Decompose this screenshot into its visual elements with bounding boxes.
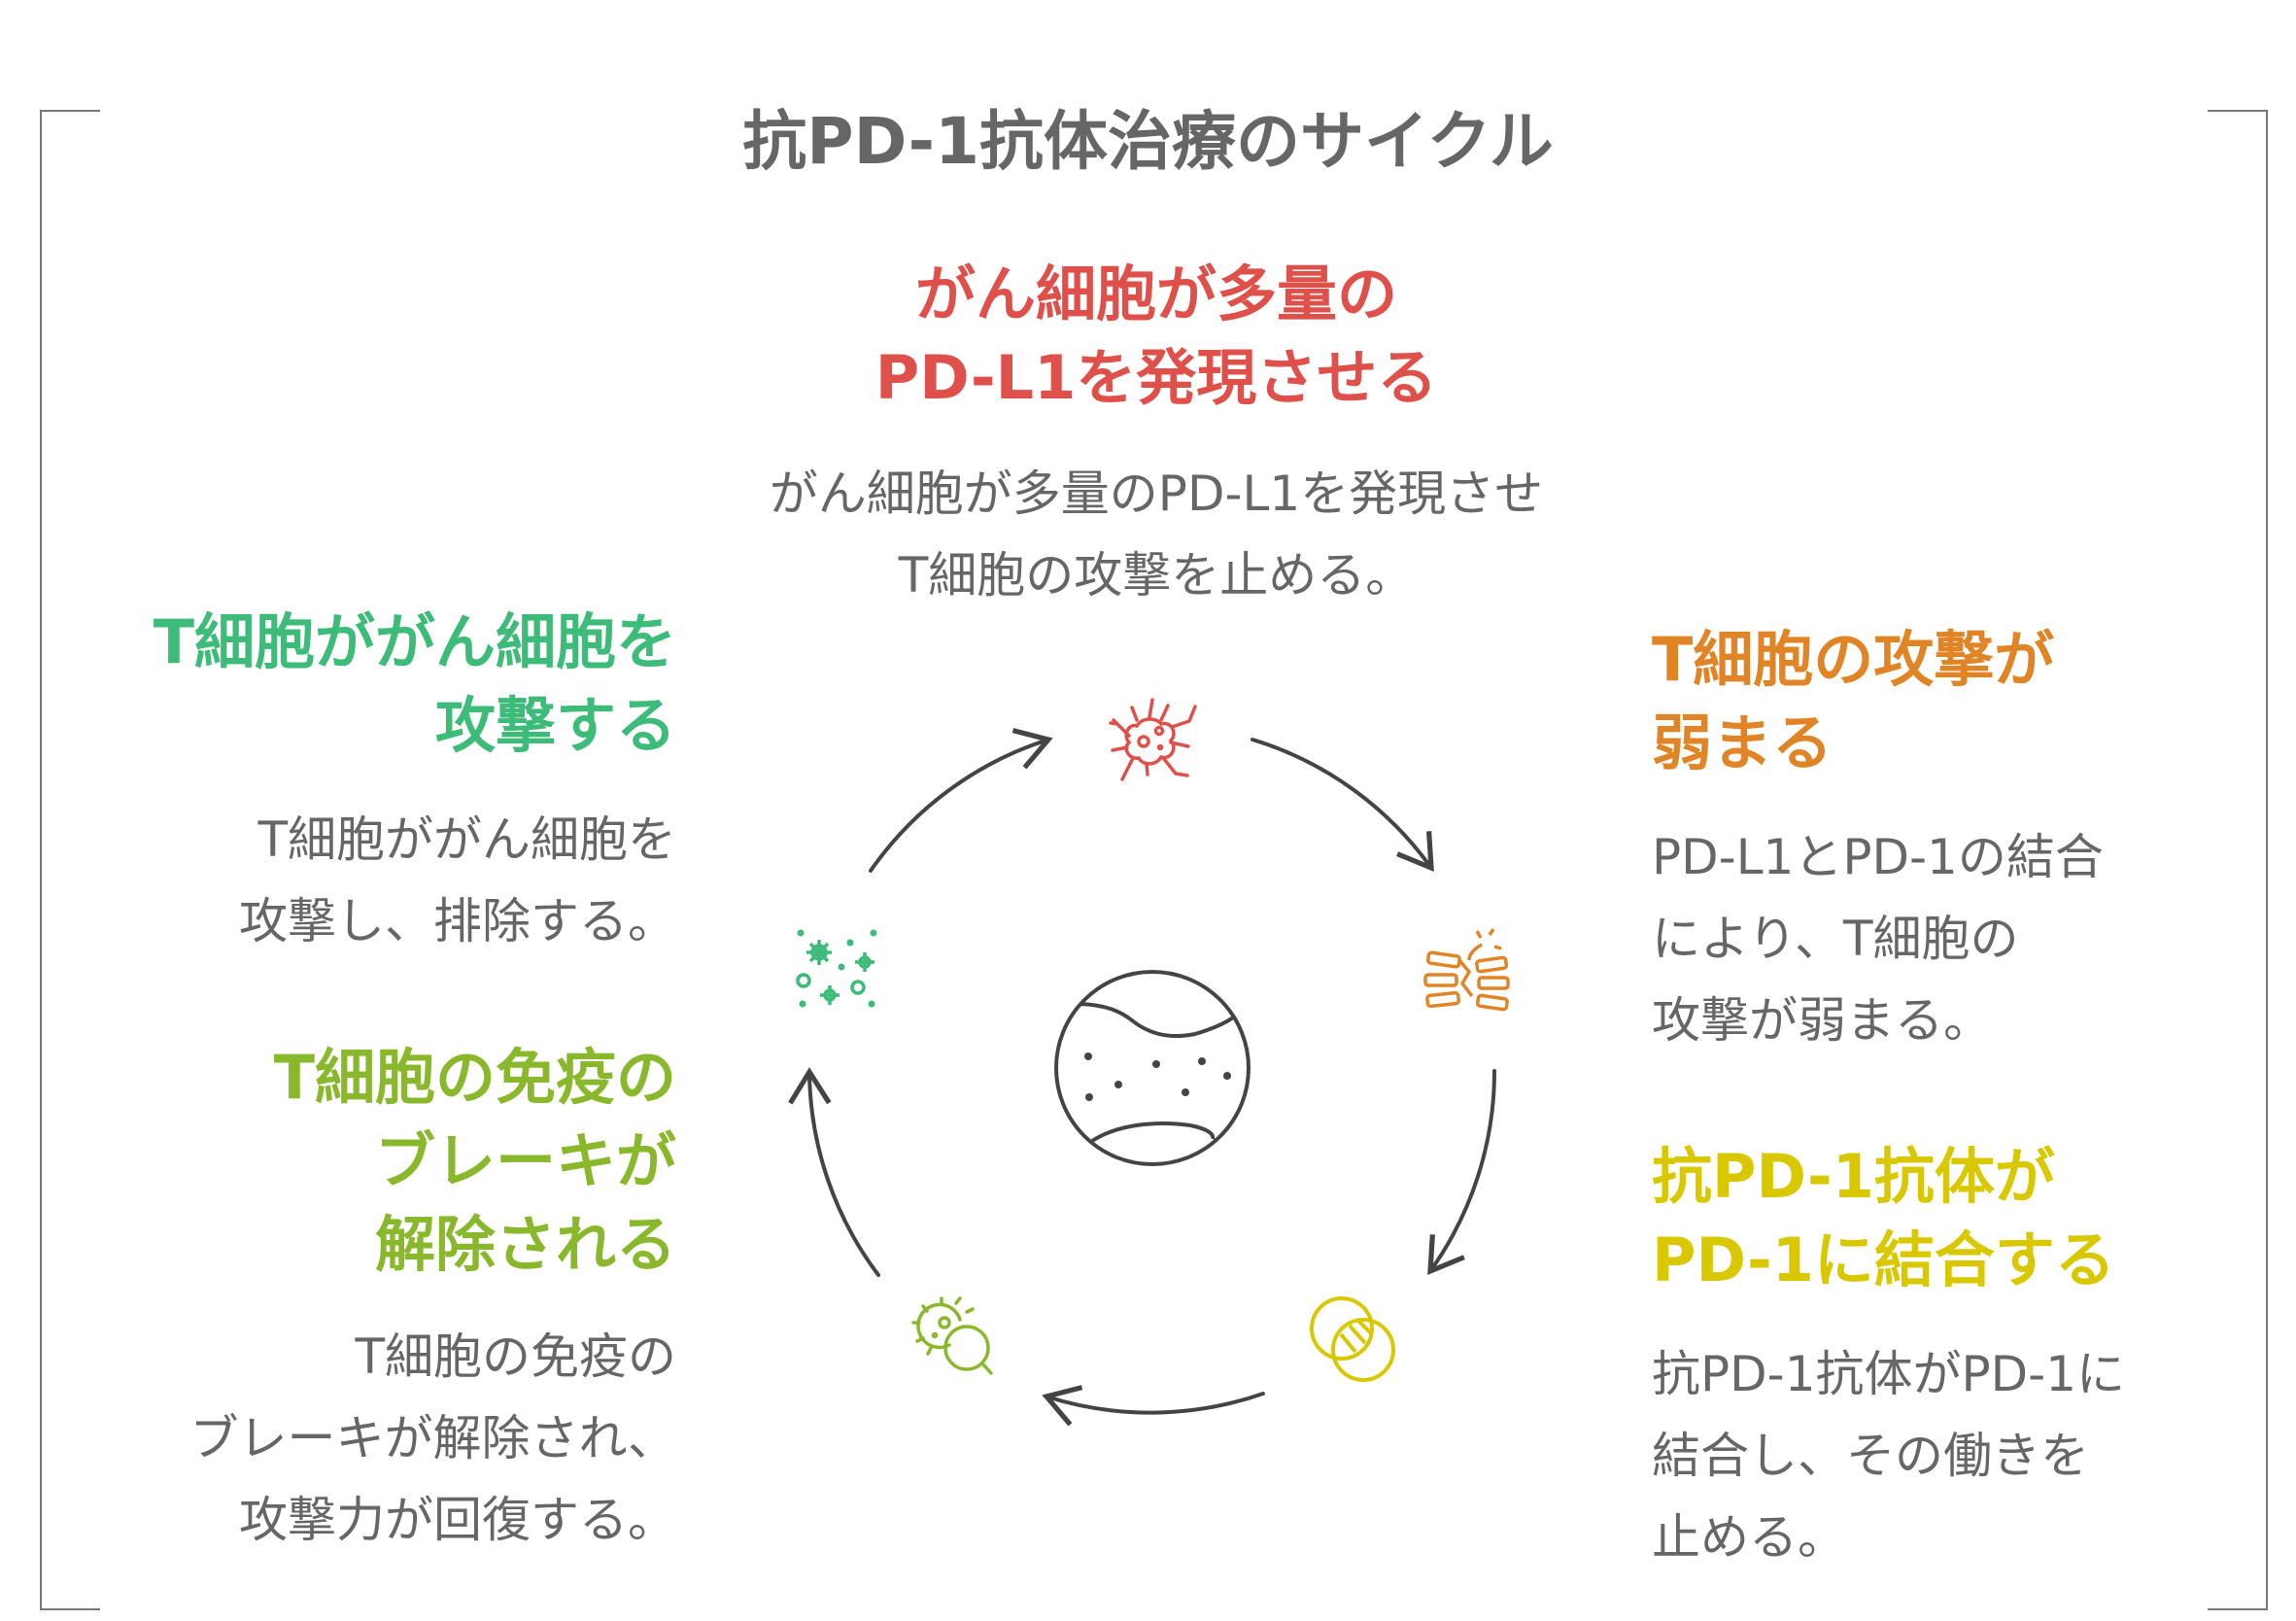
step-antibody-binding: 抗PD-1抗体が PD-1に結合する 抗PD-1抗体がPD-1に 結合し、その働… <box>1652 1135 2125 1578</box>
step-heading: T細胞の免疫の ブレーキが 解除される <box>58 1036 676 1287</box>
body-line: T細胞の攻撃を止める。 <box>898 547 1415 604</box>
arrow-orange-to-yellow <box>1427 1069 1497 1275</box>
step-brake-released: T細胞の免疫の ブレーキが 解除される T細胞の免疫の ブレーキが解除され、 攻… <box>58 1036 677 1561</box>
cell-magnifier-icon <box>911 1296 993 1375</box>
body-line: T細胞ががん細胞を <box>257 811 676 868</box>
body-line: 攻撃力が回復する。 <box>239 1492 676 1548</box>
body-line: 止める。 <box>1652 1509 1846 1566</box>
body-line: PD-L1とPD-1の結合 <box>1652 829 2104 885</box>
body-line: がん細胞が多量のPD-L1を発現させ <box>769 466 1544 522</box>
heading-line: がん細胞が多量の <box>914 259 1397 329</box>
arrow-lime-to-green <box>788 1067 880 1277</box>
body-line: 抗PD-1抗体がPD-1に <box>1652 1346 2126 1402</box>
heading-line: ブレーキが <box>374 1125 676 1196</box>
body-line: T細胞の免疫の <box>355 1328 676 1385</box>
frame-left <box>40 110 100 1610</box>
scattered-particles-icon <box>796 929 877 1008</box>
step-body: 抗PD-1抗体がPD-1に 結合し、その働きを 止める。 <box>1652 1333 2125 1578</box>
frame-right <box>2208 110 2268 1610</box>
step-body: がん細胞が多量のPD-L1を発現させ T細胞の攻撃を止める。 <box>758 453 1555 616</box>
step-pd-l1-expression: がん細胞が多量の PD-L1を発現させる がん細胞が多量のPD-L1を発現させ … <box>758 253 1555 616</box>
body-line: 結合し、その働きを <box>1652 1428 2089 1484</box>
step-heading: T細胞の攻撃が 弱まる <box>1652 618 2104 785</box>
heading-line: 弱まる <box>1652 707 1833 778</box>
arrow-yellow-to-lime <box>1042 1385 1265 1427</box>
heading-line: T細胞ががん細胞を <box>153 606 676 677</box>
arrow-red-to-orange <box>1251 738 1434 872</box>
heading-line: 解除される <box>374 1209 676 1280</box>
step-t-cell-weakened: T細胞の攻撃が 弱まる PD-L1とPD-1の結合 により、T細胞の 攻撃が弱ま… <box>1652 618 2104 1061</box>
broken-barrier-icon <box>1423 928 1510 1012</box>
heading-line: 抗PD-1抗体が <box>1652 1141 2055 1212</box>
body-line: により、T細胞の <box>1652 911 2019 967</box>
overlapping-circles-icon <box>1310 1296 1395 1382</box>
cancer-cell-icon <box>1109 698 1197 781</box>
step-body: T細胞の免疫の ブレーキが解除され、 攻撃力が回復する。 <box>58 1316 677 1561</box>
step-heading: T細胞ががん細胞を 攻撃する <box>39 601 676 768</box>
heading-line: PD-L1を発現させる <box>874 342 1438 413</box>
step-t-cell-attacks: T細胞ががん細胞を 攻撃する T細胞ががん細胞を 攻撃し、排除する。 <box>39 601 676 962</box>
heading-line: T細胞の攻撃が <box>1652 624 2055 695</box>
body-line: 攻撃し、排除する。 <box>239 893 676 949</box>
heading-line: T細胞の免疫の <box>273 1042 676 1113</box>
step-heading: 抗PD-1抗体が PD-1に結合する <box>1652 1135 2125 1302</box>
heading-line: 攻撃する <box>434 690 676 761</box>
step-body: T細胞ががん細胞を 攻撃し、排除する。 <box>39 799 676 962</box>
heading-line: PD-1に結合する <box>1652 1224 2115 1295</box>
step-body: PD-L1とPD-1の結合 により、T細胞の 攻撃が弱まる。 <box>1652 816 2104 1061</box>
body-line: 攻撃が弱まる。 <box>1652 992 1992 1049</box>
tumor-cell-icon <box>1054 970 1251 1166</box>
step-heading: がん細胞が多量の PD-L1を発現させる <box>758 253 1555 420</box>
arrow-green-to-red <box>869 728 1053 873</box>
body-line: ブレーキが解除され、 <box>189 1410 677 1466</box>
page-title: 抗PD-1抗体治療のサイクル <box>742 104 1554 179</box>
